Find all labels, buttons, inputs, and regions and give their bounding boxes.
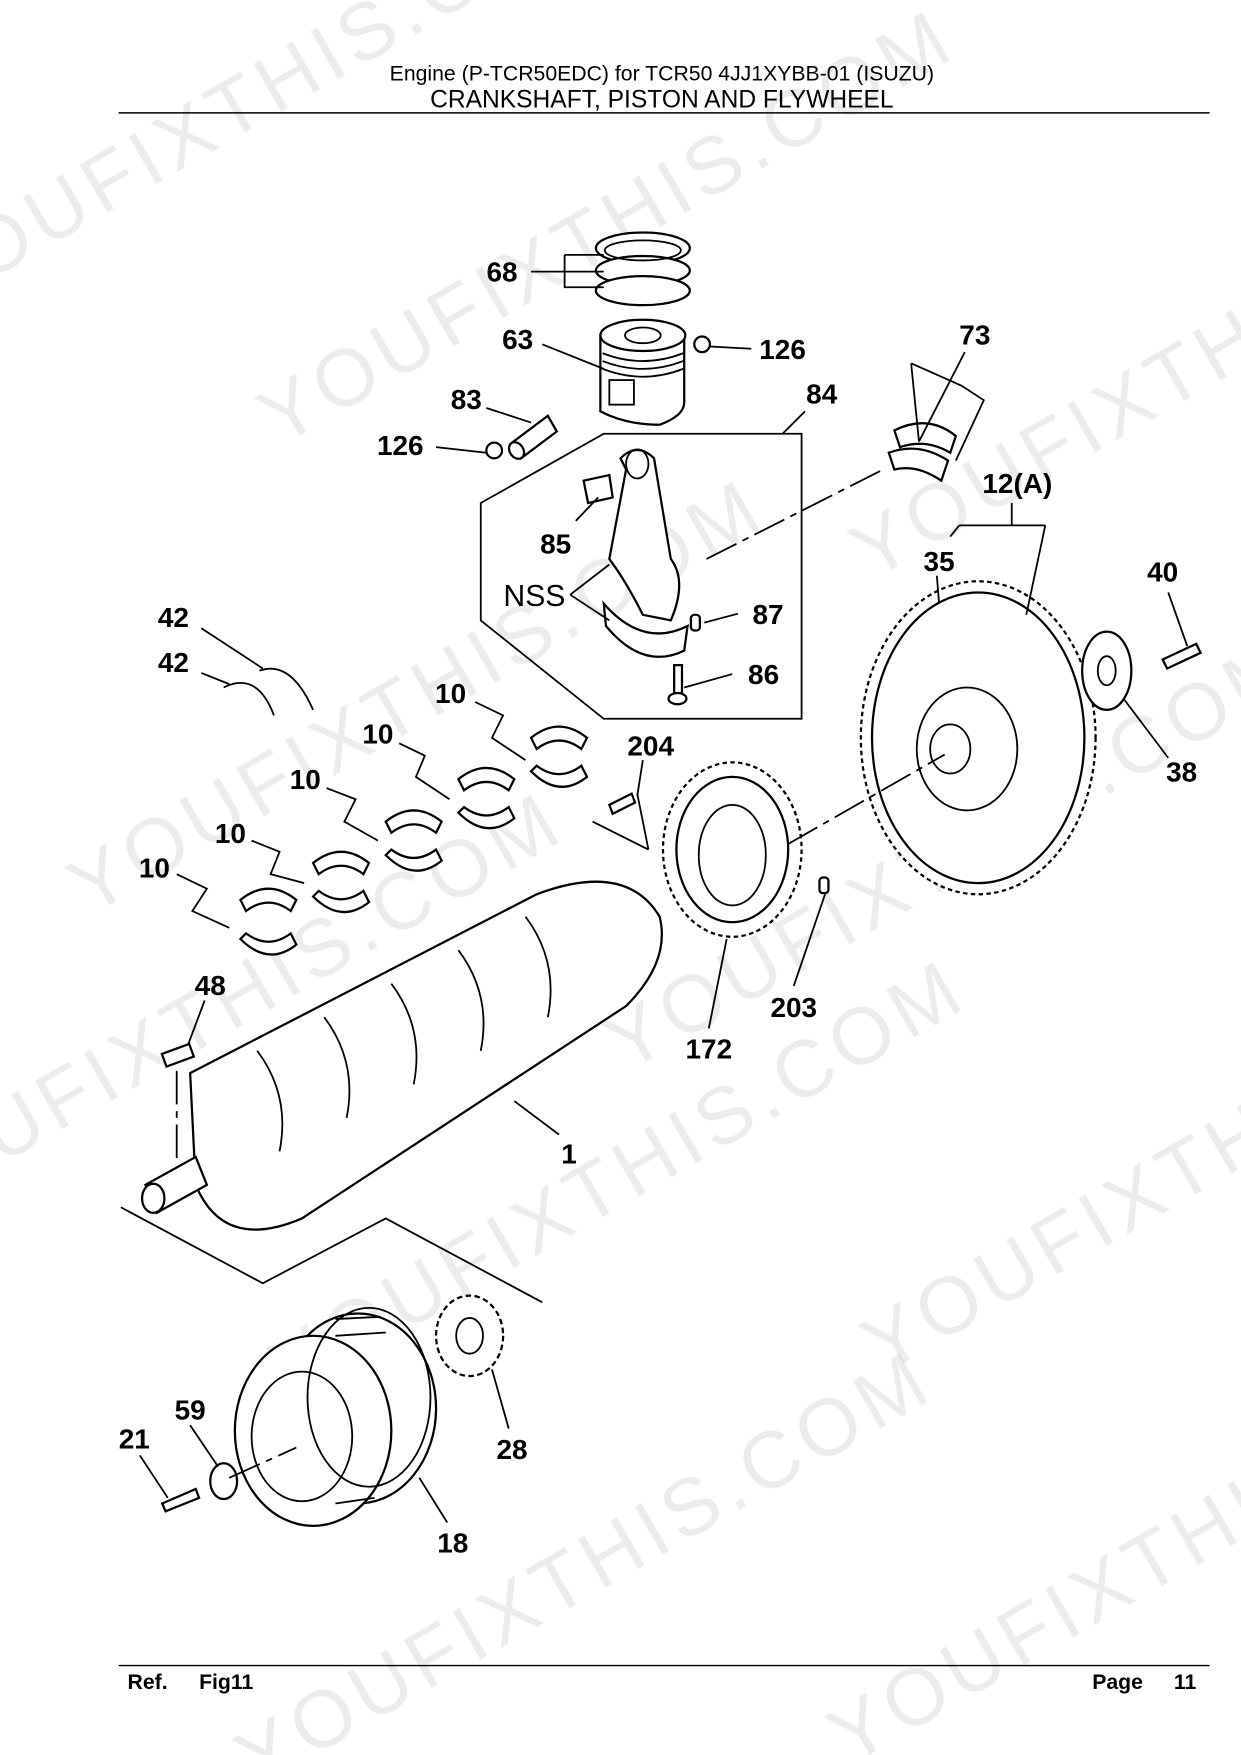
piston-rings (594, 231, 691, 307)
callout-10: 10 (139, 853, 170, 884)
thrust-washer (259, 667, 314, 711)
callout-10: 10 (362, 718, 393, 749)
callout-83: 83 (451, 384, 482, 415)
callout-10: 10 (435, 678, 466, 709)
callout-126: 126 (759, 334, 806, 365)
document-subtitle: Engine (P-TCR50EDC) for TCR50 4JJ1XYBB-0… (390, 62, 934, 85)
leader-lines (139, 253, 1189, 1523)
crankshaft (140, 880, 663, 1231)
dowel-pin (818, 876, 830, 895)
callout-73: 73 (959, 319, 990, 350)
callout-28: 28 (497, 1434, 528, 1465)
callout-87: 87 (753, 599, 784, 630)
page-label: Page (1092, 1671, 1143, 1694)
flywheel-bolt (1161, 642, 1203, 670)
callout-203: 203 (770, 992, 817, 1023)
callout-42: 42 (158, 602, 189, 633)
callout-172: 172 (685, 1034, 732, 1065)
callout-204: 204 (627, 731, 674, 762)
document-title: CRANKSHAFT, PISTON AND FLYWHEEL (430, 86, 893, 113)
callout-63: 63 (502, 324, 533, 355)
callout-1: 1 (561, 1139, 577, 1170)
callout-labels: 68 63 126 83 84 126 73 12(A) 85 35 40 87… (119, 257, 1197, 1559)
flywheel-plate (1081, 630, 1133, 711)
callout-126: 126 (377, 430, 424, 461)
callout-68: 68 (486, 257, 517, 288)
callout-59: 59 (175, 1395, 206, 1426)
callout-35: 35 (924, 546, 955, 577)
nss-label: NSS (503, 580, 565, 613)
callout-12a: 12(A) (982, 468, 1052, 499)
snap-ring (693, 335, 712, 354)
callout-10: 10 (215, 818, 246, 849)
crank-gear (661, 761, 803, 938)
conrod-assembly-box (479, 432, 803, 720)
pulley-bolt (160, 1487, 201, 1513)
callout-85: 85 (540, 528, 571, 559)
piston (599, 318, 687, 426)
callout-42: 42 (158, 647, 189, 678)
ref-label: Ref. (128, 1671, 168, 1694)
flywheel (859, 580, 1097, 896)
callout-84: 84 (806, 379, 838, 410)
snap-ring (485, 441, 504, 460)
conrod-bearing (887, 422, 958, 483)
crankshaft-pulley (233, 1312, 438, 1527)
callout-18: 18 (437, 1528, 468, 1559)
connecting-rod (582, 448, 701, 706)
callout-10: 10 (290, 764, 321, 795)
callout-48: 48 (195, 970, 226, 1001)
crank-timing-gear (434, 1294, 505, 1378)
callout-38: 38 (1166, 756, 1197, 787)
callout-40: 40 (1147, 556, 1178, 587)
page-number: 11 (1174, 1671, 1197, 1694)
pulley-seal (306, 1306, 432, 1488)
callout-86: 86 (748, 659, 779, 690)
figure-number: Fig11 (199, 1671, 253, 1694)
piston-pin (507, 414, 559, 460)
bolt (607, 792, 637, 816)
callout-21: 21 (119, 1424, 150, 1455)
washer (209, 1462, 239, 1501)
thrust-washer (223, 682, 275, 716)
main-bearings (238, 725, 589, 956)
